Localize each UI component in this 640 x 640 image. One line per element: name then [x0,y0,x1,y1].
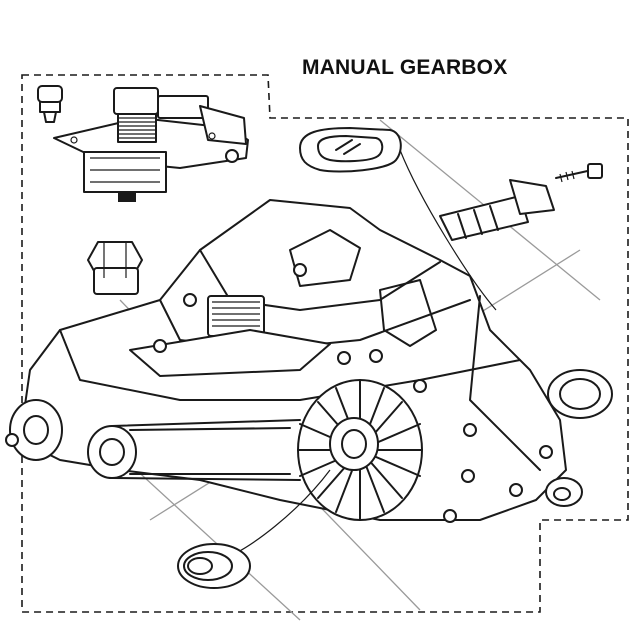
vent-cap-part [37,85,63,123]
bolt-part [555,163,603,183]
diagram-title: MANUAL GEARBOX [302,56,508,79]
housing-bolts [153,263,553,523]
housing-selector-part [129,295,331,377]
output-shaft [9,399,301,481]
leader-line [399,149,497,311]
oil-seal-bottom-part [177,543,251,589]
drain-plug-part [545,477,583,507]
oil-seal-right-part [547,369,613,419]
cover-plate-part [299,127,402,173]
bell-housing [297,379,423,521]
gear-selector-part [53,87,249,202]
breather-fitting-part [5,433,19,447]
hex-nut-part [87,241,143,295]
speed-sensor-part [439,179,555,241]
assembly-boundary [21,74,629,613]
